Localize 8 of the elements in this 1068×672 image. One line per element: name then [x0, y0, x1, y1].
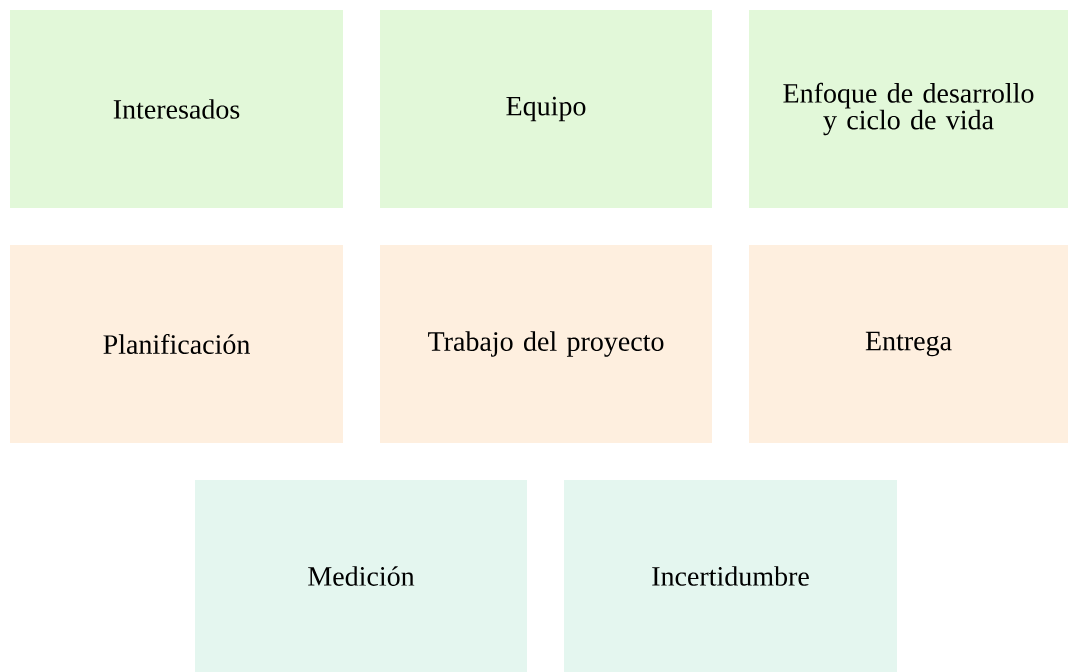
text-box: Medición: [195, 480, 527, 672]
text-box: Equipo: [380, 10, 712, 208]
text-box: Trabajo del proyecto: [380, 245, 712, 443]
text-box: Incertidumbre: [564, 480, 897, 672]
text-box: Enfoque de desarrollo y ciclo de vida: [749, 10, 1068, 208]
text-box: Planificación: [10, 245, 343, 443]
text-box: Entrega: [749, 245, 1068, 443]
text-box: Interesados: [10, 10, 343, 208]
